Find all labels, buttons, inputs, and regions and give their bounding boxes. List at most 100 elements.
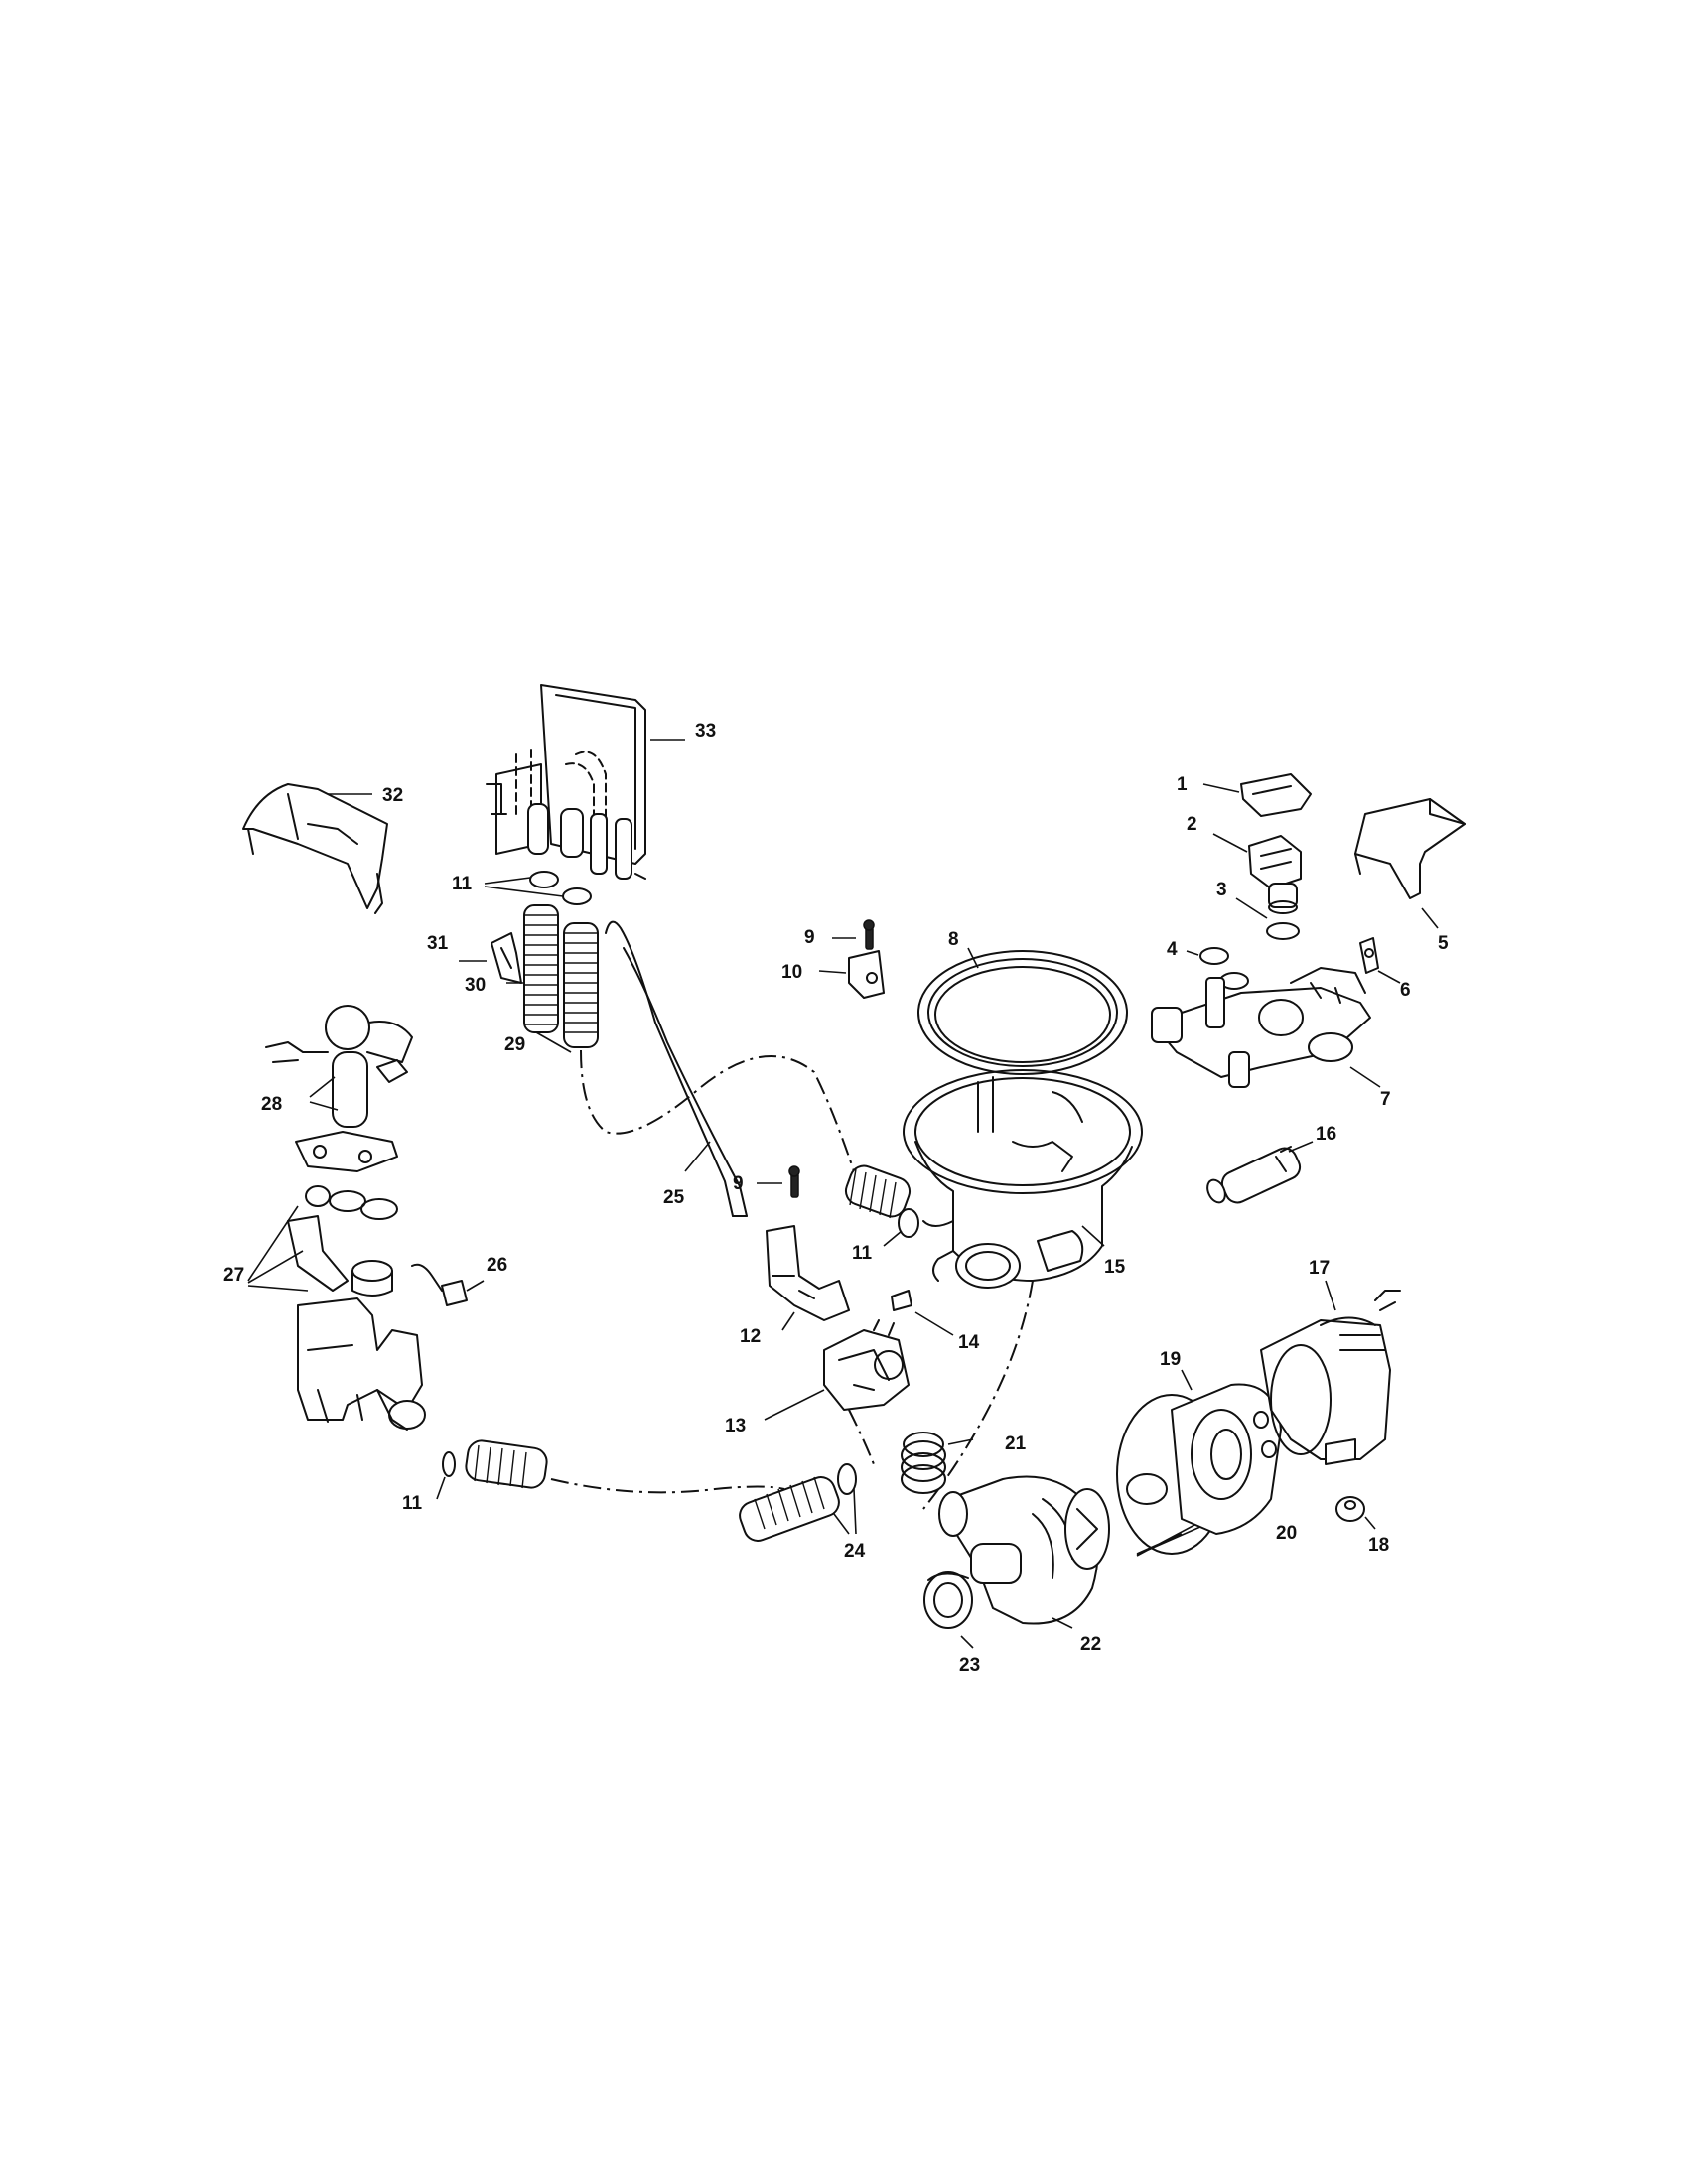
part-16-cartridge	[1206, 1146, 1302, 1204]
part-19-housing	[1171, 1383, 1282, 1535]
part-32-cover	[242, 783, 388, 914]
leader-26	[466, 1280, 485, 1292]
part-30-hose	[523, 904, 559, 1033]
callout-17: 17	[1309, 1258, 1330, 1279]
routing-line-lower	[550, 1478, 785, 1494]
leader-22	[1052, 1617, 1073, 1629]
part-15-sump	[903, 1069, 1143, 1289]
leader-7	[1349, 1066, 1381, 1088]
callout-31: 31	[427, 933, 449, 954]
callout-26: 26	[487, 1255, 507, 1276]
leader-3	[1235, 897, 1268, 919]
leader-19	[1181, 1369, 1193, 1391]
callout-27: 27	[223, 1265, 244, 1286]
leader-8	[967, 947, 979, 969]
leader-10	[818, 970, 847, 974]
part-11-orings-top	[529, 871, 592, 905]
callout-3: 3	[1216, 880, 1227, 900]
callout-10: 10	[781, 962, 802, 983]
part-2-connector	[1248, 835, 1302, 889]
callout-2: 2	[1187, 814, 1197, 835]
routing-line-right	[848, 1280, 1034, 1510]
part-18-bushing	[1335, 1496, 1365, 1522]
leader-24	[833, 1488, 857, 1535]
callout-18: 18	[1368, 1535, 1389, 1556]
callout-9-bottom: 9	[733, 1173, 744, 1194]
part-28-valve	[265, 1005, 413, 1128]
part-26-sensor	[411, 1263, 468, 1306]
part-5-cover	[1354, 798, 1466, 899]
part-25-hose	[605, 920, 748, 1217]
callout-25: 25	[663, 1187, 685, 1208]
part-27-stack	[287, 1131, 398, 1297]
part-14-clip	[891, 1290, 912, 1311]
callout-8: 8	[948, 929, 959, 950]
part-20-impeller	[1064, 1394, 1227, 1570]
leader-4	[1186, 950, 1199, 956]
callout-29: 29	[504, 1034, 525, 1055]
part-9-screw-upper	[863, 919, 875, 950]
leader-5	[1421, 907, 1439, 929]
leader-17	[1325, 1280, 1336, 1311]
callout-24: 24	[844, 1541, 866, 1562]
leader-14	[914, 1311, 954, 1336]
callout-13: 13	[725, 1416, 746, 1436]
part-24-hose	[739, 1463, 857, 1542]
leader-2	[1212, 833, 1248, 853]
callout-11-bottom: 11	[402, 1493, 423, 1514]
part-10-bracket	[848, 950, 885, 999]
leader-11-c	[436, 1476, 446, 1500]
part-29-hose	[563, 922, 599, 1048]
part-17-motor	[1260, 1290, 1401, 1465]
leader-11-b	[883, 1230, 903, 1247]
callout-22: 22	[1080, 1634, 1101, 1655]
leader-25	[684, 1141, 711, 1172]
part-21-spring	[901, 1432, 946, 1494]
callout-9-top: 9	[804, 927, 815, 948]
callout-4: 4	[1167, 939, 1178, 960]
callout-28: 28	[261, 1094, 282, 1115]
leader-11-a	[484, 877, 564, 897]
callout-7: 7	[1380, 1089, 1391, 1110]
callout-19: 19	[1160, 1349, 1181, 1370]
callout-15: 15	[1104, 1257, 1126, 1278]
callout-11-mid: 11	[852, 1243, 873, 1264]
callout-6: 6	[1400, 980, 1411, 1001]
callout-16: 16	[1316, 1124, 1336, 1145]
part-11-hose-mid	[844, 1164, 919, 1238]
part-13-pump	[823, 1319, 910, 1411]
callout-21: 21	[1005, 1433, 1027, 1454]
leader-1	[1202, 783, 1240, 793]
leader-23	[960, 1635, 974, 1649]
leader-28	[309, 1076, 339, 1111]
leader-15	[1081, 1225, 1105, 1247]
part-6-clip	[1359, 937, 1379, 974]
leader-29	[535, 1031, 572, 1053]
callout-11-top: 11	[452, 874, 473, 894]
callout-12: 12	[740, 1326, 761, 1347]
callout-23: 23	[959, 1655, 980, 1676]
callout-20: 20	[1276, 1523, 1297, 1544]
leader-16	[1288, 1141, 1314, 1153]
part-31-clip	[491, 932, 522, 984]
leader-6	[1377, 970, 1401, 984]
callout-32: 32	[382, 785, 403, 806]
callout-5: 5	[1438, 933, 1449, 954]
part-pump-body	[297, 1297, 426, 1431]
leader-12	[781, 1311, 795, 1331]
part-23-grommet	[923, 1571, 973, 1629]
part-1-cap	[1240, 773, 1312, 817]
leader-21	[947, 1438, 974, 1445]
part-33-panel	[486, 684, 646, 880]
callout-30: 30	[465, 975, 486, 996]
leader-18	[1364, 1516, 1376, 1530]
part-12-bracket	[766, 1225, 850, 1321]
part-7-housing	[1151, 967, 1371, 1088]
leader-13	[764, 1389, 825, 1421]
part-8-gasket	[917, 950, 1128, 1075]
callout-33: 33	[695, 721, 716, 742]
part-11-lower-hose	[442, 1439, 548, 1489]
part-3-seal	[1266, 883, 1300, 940]
part-9-screw-lower	[788, 1165, 800, 1198]
